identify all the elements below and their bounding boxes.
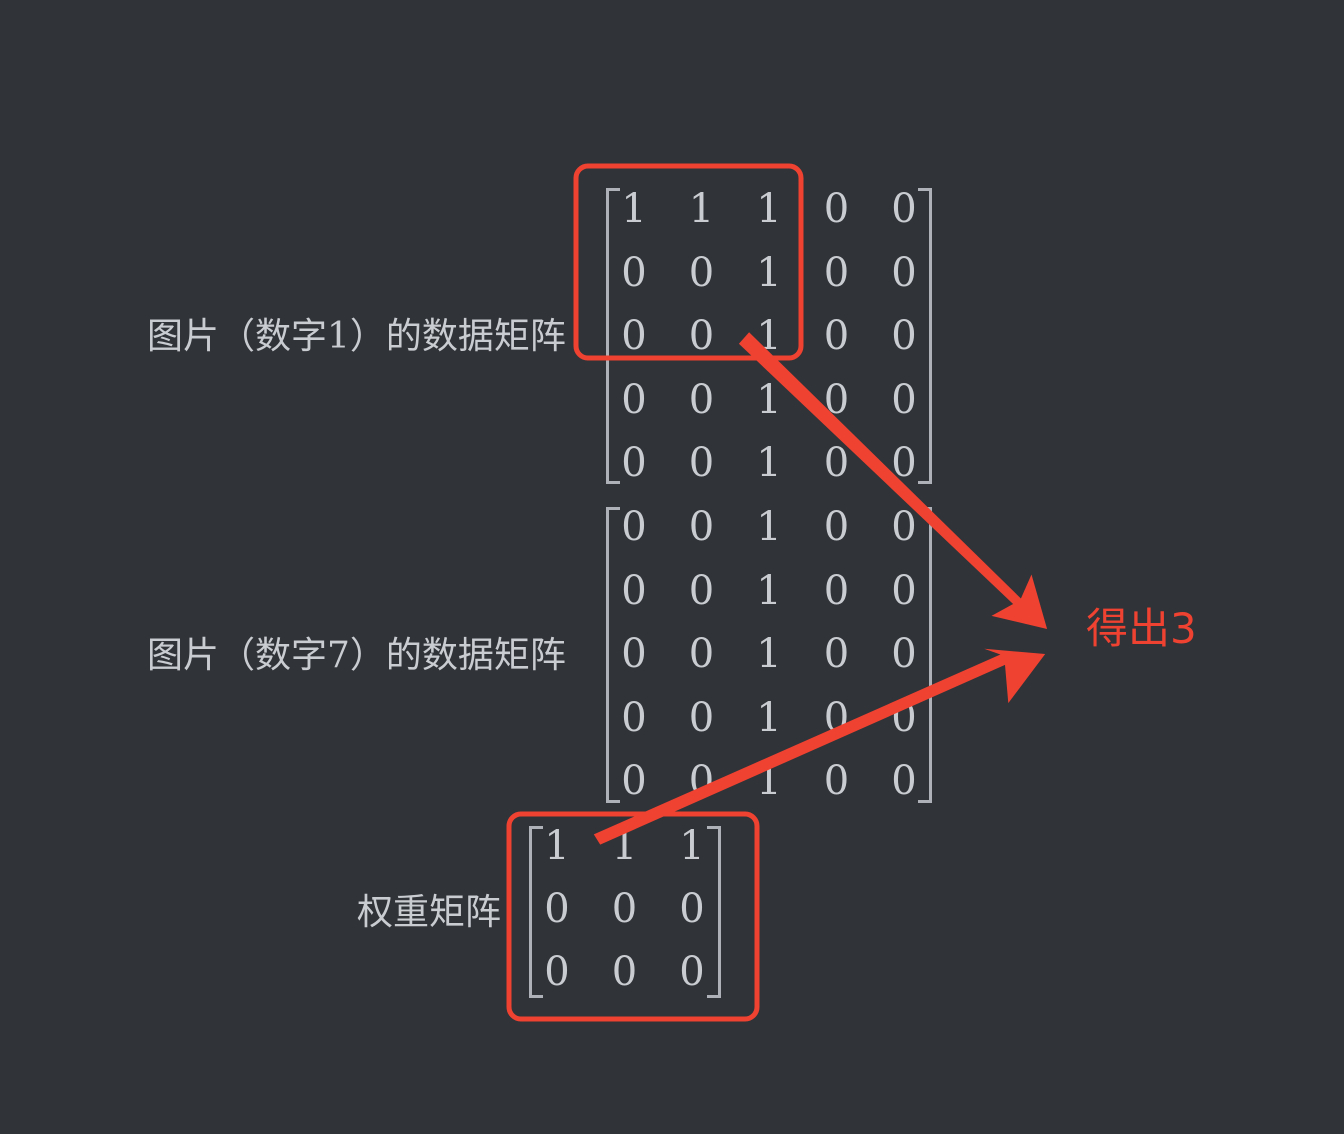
matrix-cell: 1 [544, 823, 570, 869]
matrix-cell: 1 [688, 186, 715, 232]
arrow-from-digit1-icon [738, 332, 1048, 629]
matrix-cell: 0 [688, 249, 715, 296]
highlight-box-digit1 [573, 163, 804, 361]
matrix-cell: 0 [621, 376, 647, 423]
matrix-cell: 0 [823, 631, 850, 677]
matrix-cell: 0 [621, 694, 647, 741]
matrix-cell: 0 [688, 440, 715, 486]
matrix-cell: 0 [621, 567, 647, 614]
matrix-cell: 0 [891, 504, 917, 550]
matrix-cell: 1 [756, 186, 782, 232]
matrix-cell: 0 [688, 567, 715, 614]
digit1-matrix-label: 图片（数字1）的数据矩阵 [147, 316, 566, 357]
matrix-cell: 1 [756, 376, 782, 423]
matrix-cell: 0 [823, 504, 850, 550]
highlight-box-weight [506, 811, 760, 1022]
digit7-matrix-label: 图片（数字7）的数据矩阵 [147, 635, 566, 676]
matrix-cell: 0 [688, 504, 715, 550]
matrix-cell: 1 [756, 694, 782, 741]
matrix-cell: 0 [621, 313, 647, 359]
matrix-cell: 1 [756, 504, 782, 550]
matrix-cell: 1 [679, 823, 705, 869]
matrix-cell: 0 [621, 249, 647, 296]
matrix-cell: 1 [756, 249, 782, 296]
matrix-cell: 1 [621, 186, 647, 232]
matrix-cell: 0 [621, 758, 647, 804]
matrix-cell: 0 [891, 186, 917, 232]
matrix-cell: 0 [891, 567, 917, 614]
matrix-cell: 0 [679, 949, 705, 995]
matrix-cell: 0 [611, 949, 638, 995]
matrix-cell: 0 [544, 886, 570, 932]
matrix-cell: 0 [621, 504, 647, 550]
left-bracket [606, 507, 620, 803]
matrix-cell: 0 [611, 886, 638, 932]
matrix-cell: 0 [823, 186, 850, 232]
matrix-cell: 0 [621, 440, 647, 486]
matrix-cell: 0 [688, 313, 715, 359]
matrix-cell: 0 [823, 313, 850, 359]
matrix-cell: 0 [891, 313, 917, 359]
arrow-from-weight-icon [593, 648, 1046, 845]
matrix-cell: 0 [621, 631, 647, 677]
matrix-cell: 0 [891, 376, 917, 423]
matrix-cell: 0 [688, 631, 715, 677]
matrix-cell: 0 [688, 694, 715, 741]
matrix-cell: 0 [891, 249, 917, 296]
matrix-cell: 0 [688, 376, 715, 423]
right-bracket [707, 826, 721, 998]
matrix-cell: 0 [823, 567, 850, 614]
matrix-cell: 0 [823, 249, 850, 296]
matrix-cell: 0 [891, 758, 917, 804]
matrix-cell: 0 [823, 758, 850, 804]
right-bracket [918, 188, 932, 484]
matrix-cell: 0 [823, 440, 850, 486]
matrix-cell: 0 [679, 886, 705, 932]
matrix-cell: 0 [891, 631, 917, 677]
matrix-cell: 0 [544, 949, 570, 995]
left-bracket [529, 826, 543, 998]
left-bracket [606, 188, 620, 484]
weight-matrix-label: 权重矩阵 [357, 892, 502, 933]
result-label: 得出3 [1086, 604, 1197, 653]
matrix-cell: 1 [756, 567, 782, 614]
matrix-cell: 1 [756, 440, 782, 486]
matrix-cell: 1 [756, 631, 782, 677]
